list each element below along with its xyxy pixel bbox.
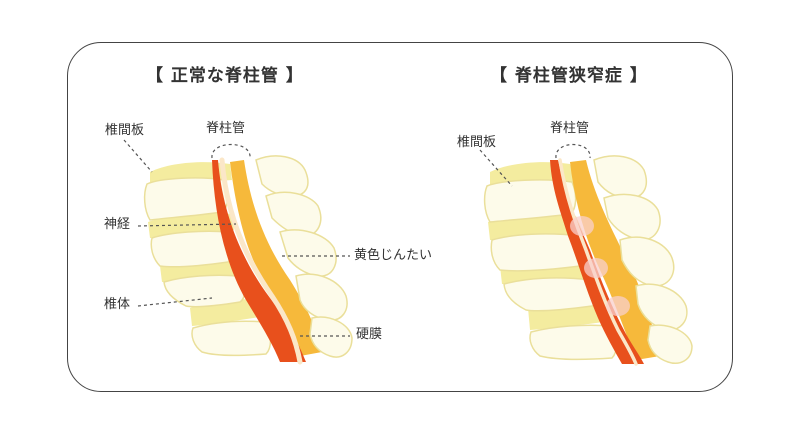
label-canal-stenosis: 脊柱管 — [550, 121, 590, 136]
normal-title: 【 正常な脊柱管 】 — [146, 66, 304, 86]
compression-highlights — [570, 216, 630, 316]
label-dura: 硬膜 — [356, 327, 383, 342]
normal-ligament — [230, 160, 322, 356]
stenosis-nerve — [558, 158, 638, 366]
normal-nerve — [219, 157, 303, 365]
normal-canal-indicator — [211, 144, 251, 159]
label-canal-normal: 脊柱管 — [206, 121, 246, 136]
normal-spinous-processes — [255, 155, 353, 358]
stenosis-vertebral-bodies — [483, 179, 618, 361]
leader-nerve — [137, 223, 237, 227]
stenosis-spine-illustration — [483, 144, 693, 366]
stenosis-spinous-processes — [593, 155, 693, 364]
label-disc-normal: 椎間板 — [105, 123, 145, 138]
label-ligament: 黄色じんたい — [354, 248, 433, 263]
leader-vertebra — [137, 297, 213, 307]
leader-disc-left — [123, 139, 153, 173]
stenosis-ligament — [570, 160, 660, 360]
leader-lines — [123, 139, 513, 337]
label-nerve: 神経 — [104, 217, 131, 232]
stenosis-title: 【 脊柱管狭窄症 】 — [490, 66, 648, 86]
normal-spine-illustration — [143, 144, 353, 365]
stenosis-dura — [550, 160, 644, 364]
stenosis-canal-indicator — [555, 144, 591, 159]
leader-disc-right — [479, 149, 513, 187]
normal-vertebral-bodies — [143, 177, 272, 357]
label-disc-stenosis: 椎間板 — [457, 135, 497, 150]
label-vertebra: 椎体 — [104, 297, 131, 312]
